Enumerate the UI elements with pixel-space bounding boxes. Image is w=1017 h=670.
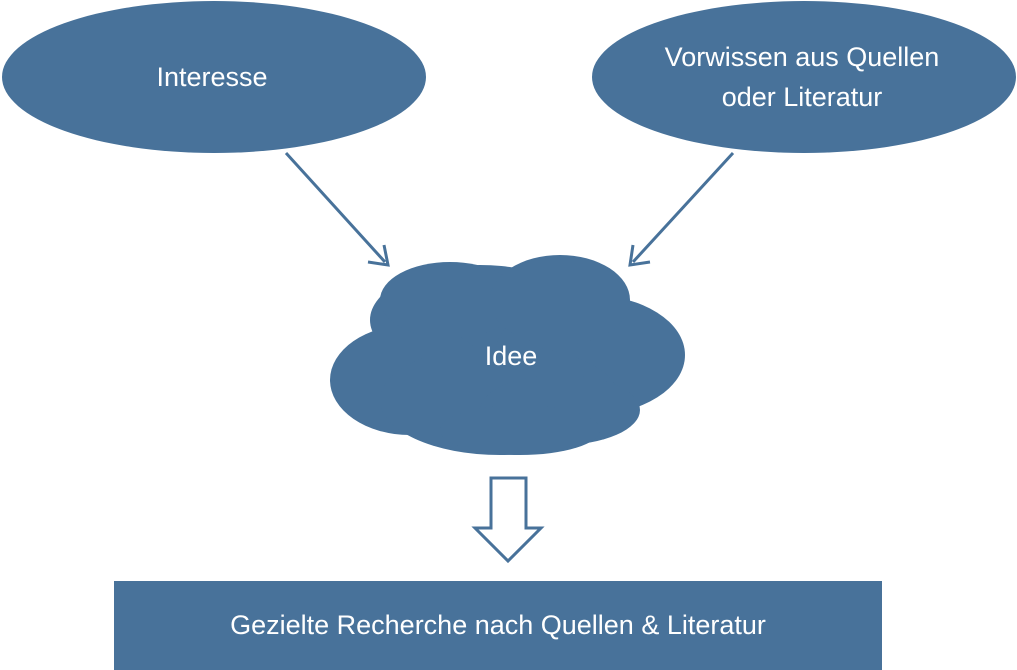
arrow-interesse-to-idee [284,151,390,267]
node-idee: Idee [330,255,685,455]
arrow-vorwissen-to-idee [628,151,735,267]
arrow-idee-to-recherche [471,476,545,564]
node-interesse: Interesse [2,1,426,153]
node-recherche: Gezielte Recherche nach Quellen & Litera… [114,581,882,670]
vorwissen-label-line1: Vorwissen aus Quellen [665,42,940,72]
interesse-label: Interesse [156,62,267,92]
vorwissen-label-line2: oder Literatur [722,82,883,112]
recherche-box [114,581,882,670]
interesse-ellipse [2,1,426,153]
idee-label: Idee [485,341,538,371]
node-vorwissen: Vorwissen aus Quellen oder Literatur [592,1,1016,153]
idee-cloud [330,255,685,455]
recherche-label: Gezielte Recherche nach Quellen & Litera… [230,610,766,640]
vorwissen-ellipse [592,1,1016,153]
